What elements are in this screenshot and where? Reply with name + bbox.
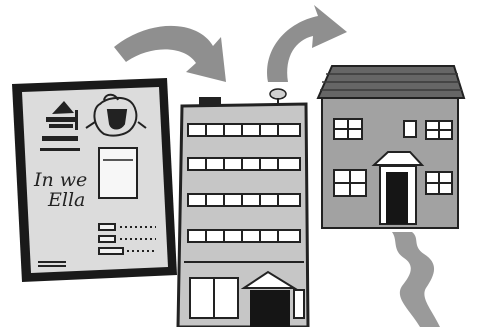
office-building [178,89,308,327]
handwriting-line-1: In we [33,169,87,191]
arrow-left-icon [114,26,226,82]
photo-box [99,148,137,198]
house-door [386,172,408,224]
path-squiggle [392,232,440,327]
entrance-door [250,290,290,327]
lower-windows [190,278,238,318]
house [318,66,464,228]
handwriting-line-2: Ella [47,189,85,211]
document-certificate: In we Ella [12,78,177,282]
